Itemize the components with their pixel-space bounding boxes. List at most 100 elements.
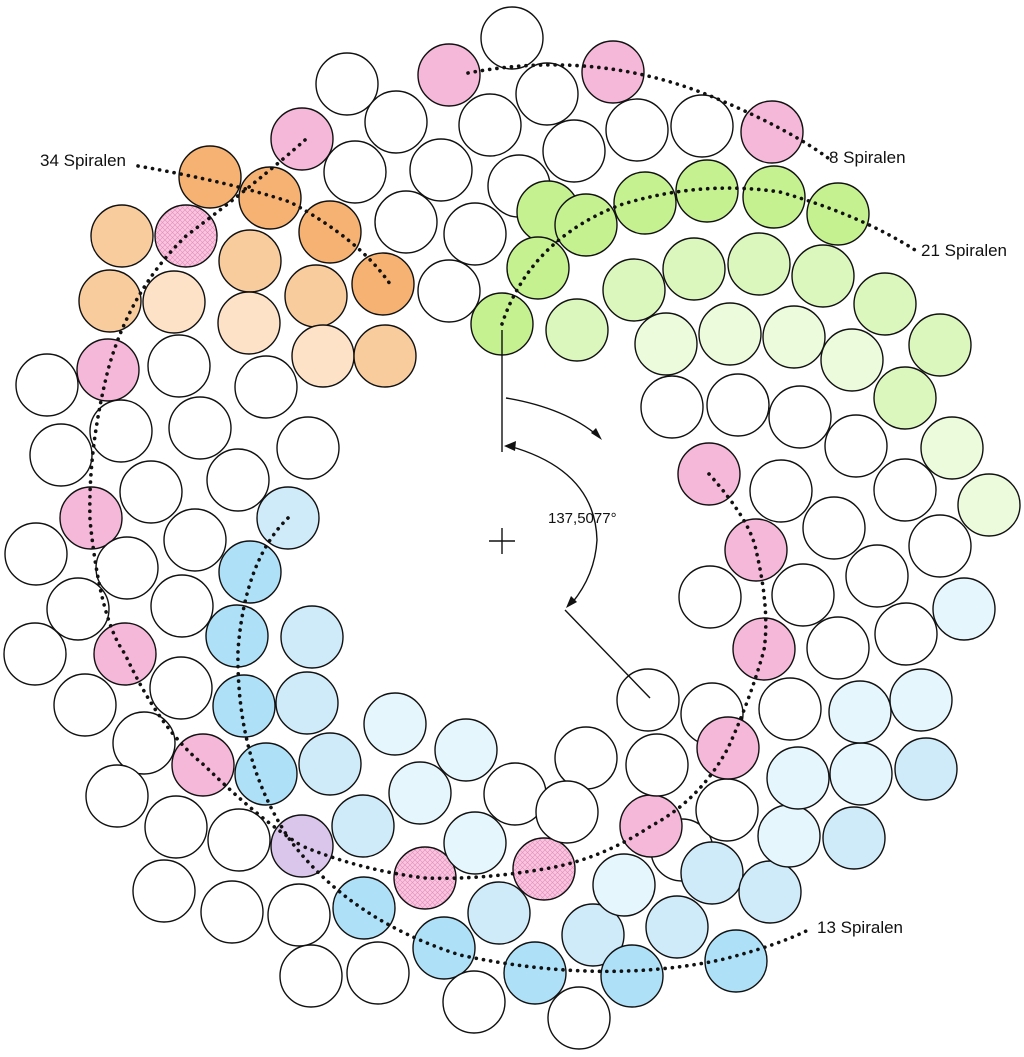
- seed-circle: [218, 229, 282, 293]
- seed-circle: [412, 916, 476, 980]
- seed-circle: [503, 941, 567, 1005]
- seed-circle: [662, 237, 726, 301]
- seed-circle: [434, 718, 498, 782]
- seed-circle: [270, 107, 334, 171]
- seed-circle: [824, 414, 888, 478]
- seed-circle: [829, 742, 893, 806]
- seed-circle: [802, 496, 866, 560]
- seed-circle: [894, 737, 958, 801]
- seed-circle: [147, 334, 211, 398]
- seed-circle: [873, 366, 937, 430]
- seed-circle: [207, 808, 271, 872]
- angle-label: 137,5077°: [548, 510, 617, 527]
- seed-circle: [374, 190, 438, 254]
- seed-circle: [561, 903, 625, 967]
- seed-circle: [85, 764, 149, 828]
- seed-circle: [112, 711, 176, 775]
- label-8-spiralen: 8 Spiralen: [829, 148, 906, 167]
- seed-circle: [346, 941, 410, 1005]
- seed-circle: [443, 811, 507, 875]
- seed-circle: [619, 794, 683, 858]
- seed-circle: [46, 577, 110, 641]
- angle-construction: [489, 330, 651, 699]
- seed-circle: [600, 944, 664, 1008]
- spiral-21-path: [500, 186, 917, 326]
- seed-circle: [640, 375, 704, 439]
- seed-circle: [132, 859, 196, 923]
- seed-circle: [351, 252, 415, 316]
- seed-circle: [144, 795, 208, 859]
- seed-circle: [602, 258, 666, 322]
- seed-circle: [163, 508, 227, 572]
- seed-circle: [95, 536, 159, 600]
- seed-circle: [908, 514, 972, 578]
- seed-circle: [506, 236, 570, 300]
- seed-circle: [727, 232, 791, 296]
- seed-circle: [634, 312, 698, 376]
- seed-circle: [757, 804, 821, 868]
- seed-circle: [932, 577, 996, 641]
- seed-circle: [512, 837, 576, 901]
- seed-circle: [467, 881, 531, 945]
- seed-circle: [545, 298, 609, 362]
- seed-circle: [625, 733, 689, 797]
- seed-circle: [4, 522, 68, 586]
- seed-circle: [93, 622, 157, 686]
- spiral-paths: [88, 63, 917, 974]
- label-21-spiralen: 21 Spiralen: [921, 241, 1007, 260]
- seed-circle: [696, 716, 760, 780]
- spiral-13-path: [236, 516, 814, 974]
- seed-circle: [212, 674, 276, 738]
- seed-circle: [458, 93, 522, 157]
- seed-circle: [771, 563, 835, 627]
- seed-circle: [592, 853, 656, 917]
- seed-circle: [443, 202, 507, 266]
- seed-circle: [758, 677, 822, 741]
- seed-circle: [53, 673, 117, 737]
- seed-circle: [874, 602, 938, 666]
- seed-circle: [280, 605, 344, 669]
- seed-circle: [542, 119, 606, 183]
- seed-circle: [695, 778, 759, 842]
- seed-circle: [217, 291, 281, 355]
- seed-circle: [613, 171, 677, 235]
- seed-circle: [142, 270, 206, 334]
- seed-circle: [480, 6, 544, 70]
- seed-circle: [535, 780, 599, 844]
- labels: 34 Spiralen 8 Spiralen 21 Spiralen 13 Sp…: [40, 148, 1007, 937]
- seed-circle: [15, 353, 79, 417]
- seed-circle: [417, 259, 481, 323]
- seed-circle: [957, 473, 1021, 537]
- seed-circle: [678, 565, 742, 629]
- label-34-spiralen: 34 Spiralen: [40, 151, 126, 170]
- seed-circle: [323, 140, 387, 204]
- spiral-outer-left-path: [88, 138, 307, 848]
- spiral-8-path: [466, 63, 830, 160]
- seed-circle: [275, 671, 339, 735]
- seed-circle: [670, 94, 734, 158]
- seed-circle: [291, 324, 355, 388]
- seed-circle: [284, 264, 348, 328]
- seed-circle: [820, 328, 884, 392]
- spiral-lower-right-path: [300, 472, 768, 881]
- seed-circle: [749, 459, 813, 523]
- seed-circle: [908, 313, 972, 377]
- seed-circle: [168, 396, 232, 460]
- seed-circle: [742, 165, 806, 229]
- seed-circle: [822, 806, 886, 870]
- seed-circle: [298, 200, 362, 264]
- seed-circle: [554, 193, 618, 257]
- seed-circle: [149, 656, 213, 720]
- seed-circle: [724, 518, 788, 582]
- seed-circle: [315, 52, 379, 116]
- seed-circle: [90, 204, 154, 268]
- seed-circle: [442, 970, 506, 1034]
- seed-circle: [218, 540, 282, 604]
- seed-circle: [680, 841, 744, 905]
- seed-circle: [238, 166, 302, 230]
- seed-circle: [276, 416, 340, 480]
- seed-circle: [388, 761, 452, 825]
- seed-circle: [515, 62, 579, 126]
- seed-circle: [920, 416, 984, 480]
